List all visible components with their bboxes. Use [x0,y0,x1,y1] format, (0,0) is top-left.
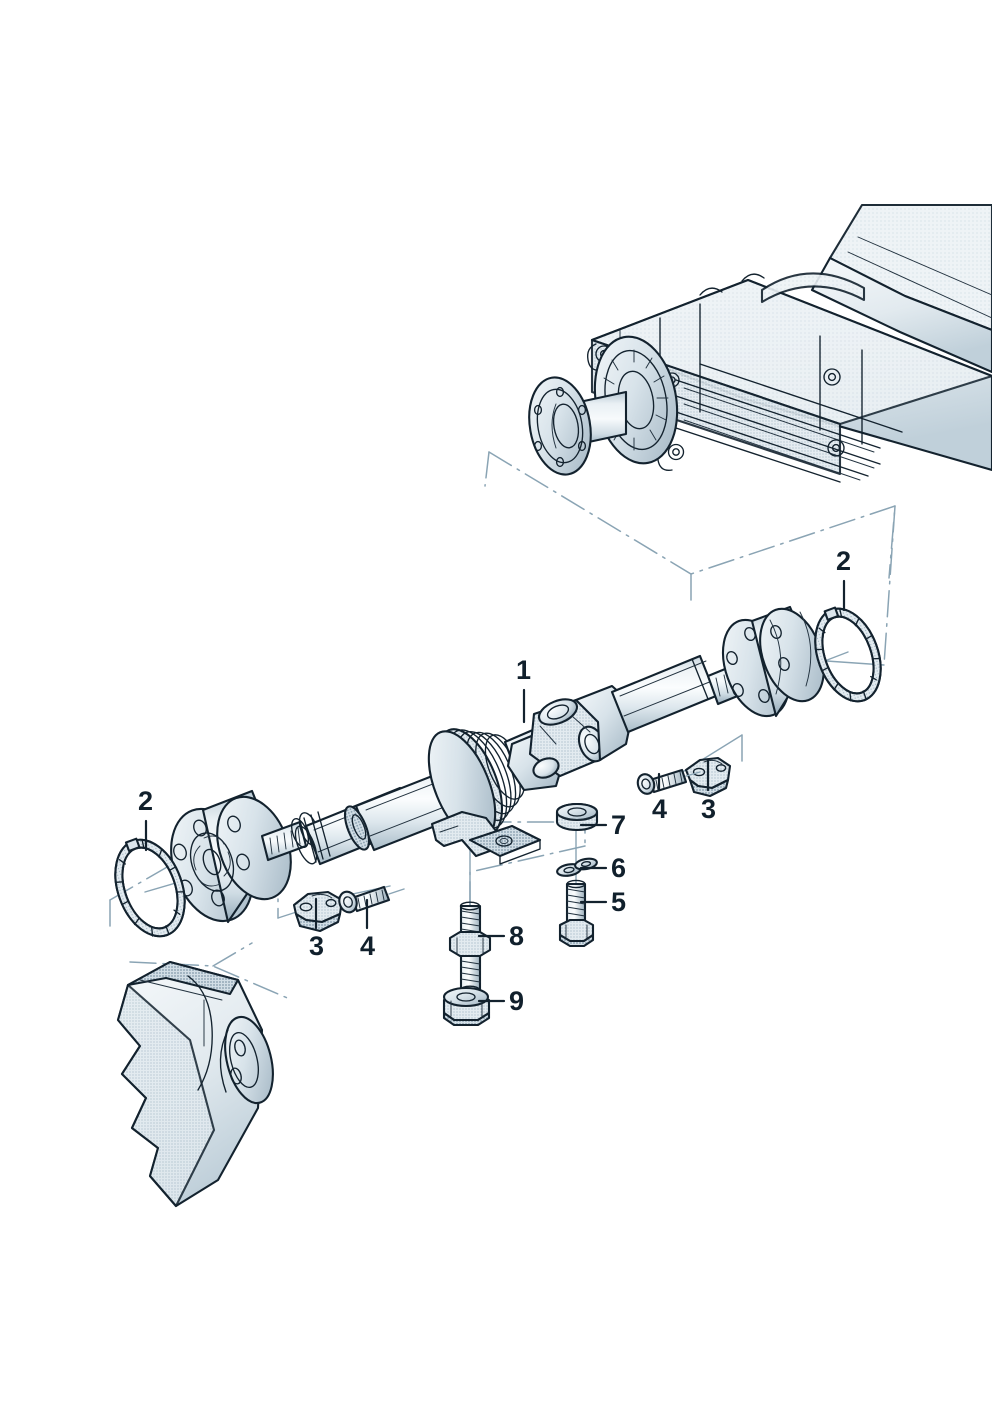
rear-final-drive-housing [116,960,274,1208]
propshaft-rear-tube [610,654,718,734]
propshaft-assembly [170,605,825,924]
front-flange-joint [170,789,292,924]
rear-flange-joint [721,605,825,718]
front-tube-balance-rings [303,811,331,863]
transmission-tailshaft-housing [528,203,992,483]
transmission-output-flange [528,376,592,476]
final-drive-pinion-boss [219,1015,274,1105]
centre-bearing-bracket [430,810,542,865]
callout-1: 1 [516,655,532,685]
callout-4-rear: 4 [652,794,668,824]
clamping-shell-front [292,890,344,933]
hex-bolt [558,879,595,948]
callout-5: 5 [611,887,627,917]
callout-7: 7 [611,810,627,840]
callout-3-rear: 3 [701,794,717,824]
callout-leaders [144,579,846,1003]
callout-9: 9 [509,986,525,1016]
retaining-ring-front [114,837,186,938]
flanged-nut [442,986,491,1027]
retaining-ring-rear [814,606,882,703]
housing-cooling-fins [675,363,903,483]
socket-head-bolt-front [338,885,405,914]
double-ended-stud [448,901,492,995]
callout-8: 8 [509,921,525,951]
spacer-bush [555,802,599,832]
callout-3-front: 3 [309,931,325,961]
callout-6: 6 [611,853,627,883]
callout-2-front: 2 [138,786,154,816]
callout-2-rear: 2 [836,546,852,576]
callout-4-front: 4 [360,931,376,961]
